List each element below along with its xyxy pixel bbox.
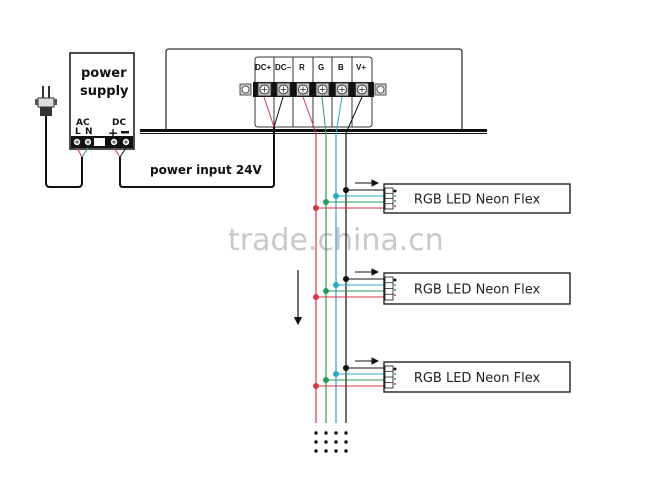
flex-strip-label: RGB LED Neon Flex: [414, 371, 541, 386]
junction-dot-blue: [333, 282, 339, 288]
junction-dot-red: [313, 205, 319, 211]
terminal-screw-icon: [257, 82, 272, 97]
flex-connector-icon: [384, 365, 397, 389]
continuation-dot: [324, 449, 328, 453]
terminal-label-dc-plus: DC+: [255, 63, 272, 72]
junction-dot-green: [323, 288, 329, 294]
terminal-label-v-plus: V+: [356, 63, 366, 72]
continuation-dot: [324, 440, 328, 444]
terminal-label-g: G: [318, 63, 324, 72]
continuation-dot: [344, 440, 348, 444]
continuation-dot: [314, 449, 318, 453]
junction-dot-black: [343, 187, 349, 193]
terminal-label-dc-minus: DC−: [275, 63, 292, 72]
rgb-led-neon-flex-2: RGB LED Neon Flex: [313, 268, 571, 305]
minus-symbol: [121, 131, 129, 134]
continuation-dot: [344, 431, 348, 435]
continuation-dot: [324, 431, 328, 435]
power-supply: power supply AC L N DC +: [69, 52, 135, 158]
dc-label: DC: [112, 118, 126, 128]
n-label: N: [85, 127, 93, 137]
ps-terminal-screw-icon: [122, 137, 131, 146]
flex-strip-body: [383, 361, 571, 393]
continuation-dot: [334, 449, 338, 453]
junction-dot-black: [343, 276, 349, 282]
flex-strip-label: RGB LED Neon Flex: [414, 283, 541, 298]
terminal-wires: [263, 96, 363, 134]
flex-strip-body: [383, 272, 571, 305]
junction-dot-green: [323, 377, 329, 383]
terminal-screw-icon: [335, 82, 349, 97]
rgb-led-neon-flex-3: RGB LED Neon Flex: [313, 357, 571, 393]
terminal-screw-icon: [315, 82, 330, 97]
continuation-dot: [314, 431, 318, 435]
terminal-label-b: B: [338, 63, 344, 72]
terminal-label-r: R: [299, 63, 305, 72]
rgb-led-neon-flex-1: RGB LED Neon Flex: [313, 179, 571, 214]
terminal-screw-icon: [355, 82, 369, 97]
continuation-dots: [314, 431, 348, 453]
ps-terminal-screw-icon: [73, 137, 82, 146]
power-input-label: power input 24V: [150, 163, 263, 177]
terminal-screw-icon: [296, 82, 310, 97]
ps-terminal-screw-icon: [84, 137, 93, 146]
plus-symbol: +: [108, 126, 118, 140]
ac-cord: [45, 116, 83, 188]
flex-connector-icon: [384, 276, 397, 301]
terminal-screw-icon: [276, 82, 291, 97]
power-supply-title-line2: supply: [80, 84, 129, 99]
ac-label: AC: [76, 118, 90, 128]
junction-dot-green: [323, 199, 329, 205]
l-label: L: [75, 127, 81, 137]
flex-connector-icon: [384, 187, 397, 210]
power-supply-title-line1: power: [81, 66, 127, 81]
continuation-dot: [344, 449, 348, 453]
flex-strip-label: RGB LED Neon Flex: [414, 193, 541, 208]
mount-screw-right: [374, 83, 387, 96]
ps-terminal-screw-icon: [110, 137, 119, 146]
junction-dot-blue: [333, 371, 339, 377]
controller-housing: [140, 48, 487, 134]
continuation-dot: [314, 440, 318, 444]
power-input-cable: [119, 127, 275, 188]
terminal-block: DC+ DC− R G B V+: [239, 56, 387, 128]
junction-dot-black: [343, 365, 349, 371]
mount-screw-left: [239, 83, 252, 96]
flex-strip-body: [383, 183, 571, 214]
ac-plug-icon: [35, 86, 57, 116]
continuation-dot: [334, 440, 338, 444]
continuation-dot: [334, 431, 338, 435]
junction-dot-blue: [333, 193, 339, 199]
junction-dot-red: [313, 383, 319, 389]
junction-dot-red: [313, 294, 319, 300]
